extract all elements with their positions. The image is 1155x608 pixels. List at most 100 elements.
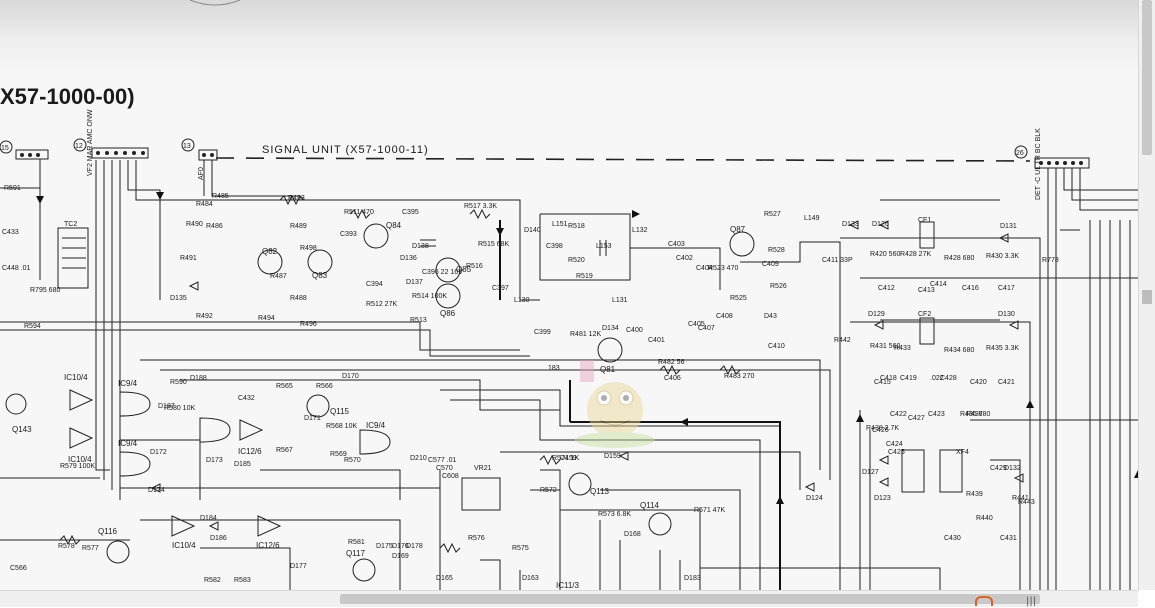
resistor-label: R528 bbox=[768, 247, 785, 254]
section-label: SIGNAL UNIT (X57-1000-11) bbox=[262, 144, 429, 156]
connector-13-pins: AF0 bbox=[198, 167, 205, 180]
diode-label: D170 bbox=[342, 373, 359, 380]
resistor-label: R491 bbox=[180, 255, 197, 262]
resistor-label: R518 bbox=[568, 223, 585, 230]
capacitor-label: C403 bbox=[668, 241, 685, 248]
resistor-label: R437 bbox=[966, 411, 983, 418]
resistor-label: R484 bbox=[196, 201, 213, 208]
app-tray-icon[interactable] bbox=[975, 596, 993, 606]
watermark-logo bbox=[575, 360, 655, 448]
misc-label: CF2 bbox=[918, 311, 931, 318]
resistor-label: R527 bbox=[764, 211, 781, 218]
resistor-label: R511 470 bbox=[344, 209, 374, 216]
horizontal-scroll-thumb[interactable]: ||| bbox=[340, 594, 1040, 607]
resistor-label: R443 bbox=[1018, 499, 1035, 506]
diode-label: D171 bbox=[304, 415, 321, 422]
signal-arrows bbox=[36, 192, 1138, 504]
resistor-label: R580 10K bbox=[164, 405, 195, 412]
diode-label: D184 bbox=[200, 515, 217, 522]
resistor-label: R439 bbox=[966, 491, 983, 498]
capacitor-label: C577 .01 bbox=[428, 457, 457, 464]
diode-label: D186 bbox=[210, 535, 227, 542]
resistor-label: R576 bbox=[468, 535, 485, 542]
capacitor-label: C432 bbox=[238, 395, 255, 402]
capacitor-label: C407 bbox=[698, 325, 715, 332]
scrollbar-corner bbox=[1138, 590, 1155, 606]
capacitor-label: C398 bbox=[546, 243, 563, 250]
diode-label: D138 bbox=[412, 243, 429, 250]
transistor-label: Q81 bbox=[600, 365, 616, 374]
capacitor-label: C422 bbox=[890, 411, 907, 418]
vertical-scroll-thumb[interactable] bbox=[1142, 0, 1152, 155]
capacitor-label: C415 bbox=[874, 379, 891, 386]
resistor-label: R574 1K bbox=[552, 455, 580, 462]
capacitor-label: C416 bbox=[962, 285, 979, 292]
diode-label: D210 bbox=[410, 455, 427, 462]
capacitor-label: C395 bbox=[402, 209, 419, 216]
resistor-label: R441 bbox=[1012, 495, 1029, 502]
document-viewer[interactable]: X57-1000-00) SIGNAL UNIT (X57-1000-11) 1… bbox=[0, 0, 1138, 590]
capacitor-label: C431 bbox=[1000, 535, 1017, 542]
connector-26-pins: DET -C UL TR BC BLK bbox=[1035, 128, 1042, 200]
resistor-label: R490 bbox=[186, 221, 203, 228]
diode-label: D124 bbox=[806, 495, 823, 502]
resistor-label: R577 bbox=[82, 545, 99, 552]
diode-label: D130 bbox=[998, 311, 1015, 318]
capacitor-label: C411 33P bbox=[822, 257, 853, 264]
diode-label: D176 bbox=[392, 543, 409, 550]
capacitor-label: C419 bbox=[900, 375, 917, 382]
transistor-label: Q115 bbox=[330, 407, 350, 416]
resistor-label: R513 bbox=[410, 317, 427, 324]
ic-label: IC9/4 bbox=[118, 379, 138, 388]
capacitor-label: C430 bbox=[944, 535, 961, 542]
capacitor-label: C404 bbox=[696, 265, 713, 272]
resistor-label: R496 bbox=[300, 321, 317, 328]
ic-label: IC12/6 bbox=[238, 447, 262, 456]
connector-26: 26 DET -C UL TR BC BLK bbox=[1014, 128, 1090, 200]
ic-label: IC9/4 bbox=[118, 439, 138, 448]
capacitor-label: C433 bbox=[2, 229, 19, 236]
component-labels: IC10/4IC9/4IC9/4IC12/6IC9/4IC10/4IC10/4I… bbox=[2, 185, 1059, 590]
resistor-label: R568 10K bbox=[326, 423, 357, 430]
resistor-label: R565 bbox=[276, 383, 293, 390]
diode-label: D126 bbox=[872, 221, 889, 228]
component-symbols bbox=[5, 194, 1024, 582]
diode-label: D131 bbox=[1000, 223, 1017, 230]
capacitor-label: C400 bbox=[626, 327, 643, 334]
capacitor-label: C413 bbox=[918, 287, 935, 294]
resistor-label: R575 bbox=[512, 545, 529, 552]
resistor-label: R434 680 bbox=[944, 347, 974, 354]
resistor-label: R526 bbox=[770, 283, 787, 290]
capacitor-label: C399 bbox=[534, 329, 551, 336]
diode-label: D177 bbox=[290, 563, 307, 570]
schematic-wiring bbox=[0, 160, 1138, 590]
resistor-label: R512 27K bbox=[366, 301, 397, 308]
resistor-label: R485 bbox=[212, 193, 229, 200]
resistor-label: R525 bbox=[730, 295, 747, 302]
vertical-scrollbar[interactable] bbox=[1138, 0, 1155, 590]
resistor-label: R567 bbox=[276, 447, 293, 454]
connector-13-number: 13 bbox=[183, 143, 191, 150]
resistor-label: R570 bbox=[344, 457, 361, 464]
document-title: X57-1000-00) bbox=[0, 84, 135, 109]
resistor-label: R498 bbox=[300, 245, 317, 252]
capacitor-label: C426 bbox=[872, 427, 889, 434]
ic-label: IC10/4 bbox=[64, 373, 88, 382]
vertical-scroll-grip-icon[interactable] bbox=[1142, 290, 1152, 304]
resistor-label: R494 bbox=[258, 315, 275, 322]
diode-label: D178 bbox=[406, 543, 423, 550]
unit-boundary-dashed bbox=[215, 157, 1031, 162]
diode-label: D169 bbox=[392, 553, 409, 560]
diode-label: D137 bbox=[406, 279, 423, 286]
transistor-label: Q143 bbox=[12, 425, 32, 434]
resistor-label: R523 470 bbox=[708, 265, 738, 272]
resistor-label: R481 12K bbox=[570, 331, 601, 338]
resistor-label: R582 bbox=[204, 577, 221, 584]
ic-label: IC12/6 bbox=[256, 541, 280, 550]
diode-label: D163 bbox=[522, 575, 539, 582]
connector-13: 13 AF0 bbox=[181, 138, 218, 180]
resistor-label: R579 100K bbox=[60, 463, 95, 470]
diode-label: D127 bbox=[862, 469, 879, 476]
horizontal-scrollbar[interactable]: ||| bbox=[0, 590, 1138, 607]
resistor-label: R520 bbox=[568, 257, 585, 264]
